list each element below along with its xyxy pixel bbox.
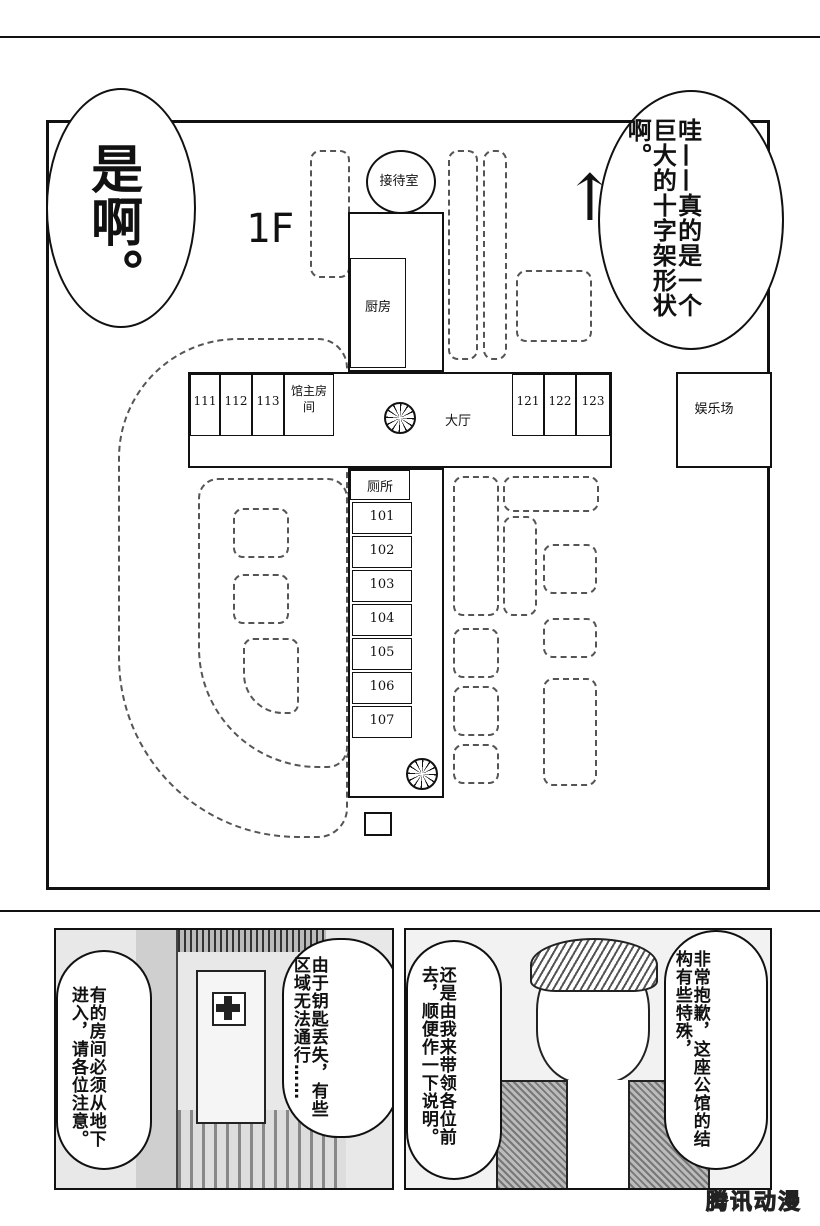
entertainment-room: [676, 372, 772, 468]
room-101: [352, 502, 412, 534]
room-107-label: 107: [369, 713, 395, 728]
room-106-label: 106: [369, 679, 395, 694]
ceiling-vent: [166, 930, 326, 952]
hedge-top-mid-left: [448, 150, 478, 360]
hedge-right-2: [503, 476, 599, 512]
room-121-label: 121: [516, 394, 540, 408]
character-shirt: [566, 1080, 630, 1188]
hedge-right-7: [453, 686, 499, 736]
speech-bl-b-text: 由于钥匙丢失，有些区域无法通行……: [289, 956, 328, 1118]
room-103: [352, 570, 412, 602]
hedge-top-right: [516, 270, 592, 342]
speech-br-a-text: 还是由我来带领各位前去，顺便作一下说明。: [417, 966, 456, 1146]
room-123-label: 123: [581, 394, 605, 408]
hedge-inner-1: [233, 508, 289, 558]
room-104-label: 104: [369, 611, 395, 626]
character-hair: [530, 938, 658, 992]
hedge-right-4: [543, 544, 597, 594]
speech-bubble-right: [598, 90, 784, 350]
toilet-label: 厕所: [366, 480, 393, 495]
map-panel: 1F ↑ 接待室 厨房 111 112 113 馆主房间 大厅 121 122 …: [0, 36, 820, 912]
room-105-label: 105: [369, 645, 395, 660]
speech-right-text: 哇——真的是一个巨大的十字架形状啊。: [623, 118, 702, 318]
hallway-panel: 有的房间必须从地下进入，请各位注意。 由于钥匙丢失，有些区域无法通行……: [54, 928, 394, 1190]
room-113-label: 113: [256, 394, 280, 408]
room-111: [190, 374, 220, 436]
room-121: [512, 374, 544, 436]
speech-left-text: 是啊。: [81, 142, 142, 301]
watermark-logo: 腾讯动漫: [705, 1190, 802, 1216]
room-122-label: 122: [548, 394, 572, 408]
room-111-label: 111: [193, 394, 217, 408]
toilet-room: [350, 470, 410, 500]
speech-bl-a-text: 有的房间必须从地下进入，请各位注意。: [67, 986, 106, 1148]
hedge-right-6: [453, 628, 499, 678]
speech-bubble-br-b: [664, 930, 768, 1170]
spiral-stair-icon: [384, 402, 416, 434]
reception-label: 接待室: [379, 174, 419, 189]
kitchen-label: 厨房: [364, 300, 391, 315]
hedge-right-5: [543, 618, 597, 658]
room-123: [576, 374, 610, 436]
room-104: [352, 604, 412, 636]
hedge-inner-2: [233, 574, 289, 624]
room-101-label: 101: [369, 509, 395, 524]
speech-bubble-left: [46, 88, 196, 328]
room-112-label: 112: [224, 394, 248, 408]
room-102-label: 102: [369, 543, 395, 558]
speech-br-b-text: 非常抱歉，这座公馆的结构有些特殊，: [671, 950, 710, 1148]
room-122: [544, 374, 576, 436]
floor-label: 1F: [246, 206, 295, 252]
hedge-right-3: [503, 516, 537, 616]
hedge-top-left: [310, 150, 350, 278]
speech-bubble-bl-a: [56, 950, 152, 1170]
owner-room: [284, 374, 334, 436]
room-105: [352, 638, 412, 670]
speech-bubble-br-a: [406, 940, 502, 1180]
room-102: [352, 536, 412, 568]
room-107: [352, 706, 412, 738]
room-106: [352, 672, 412, 704]
entertainment-label: 娱乐场: [694, 402, 734, 417]
room-103-label: 103: [369, 577, 395, 592]
hedge-right-1: [453, 476, 499, 616]
speech-bubble-bl-b: [282, 938, 392, 1138]
kitchen-room: [350, 258, 406, 368]
spiral-stair-south-icon: [406, 758, 438, 790]
character-panel: 还是由我来带领各位前去，顺便作一下说明。 非常抱歉，这座公馆的结构有些特殊，: [404, 928, 772, 1190]
room-113: [252, 374, 284, 436]
hedge-top-mid-right: [483, 150, 507, 360]
hedge-right-9: [453, 744, 499, 784]
owner-room-label: 馆主房间: [290, 384, 327, 414]
cross-ornament-icon: [364, 812, 392, 836]
door-cross-icon: [212, 992, 246, 1026]
hedge-right-8: [543, 678, 597, 786]
hall-label: 大厅: [444, 414, 471, 429]
room-112: [220, 374, 252, 436]
